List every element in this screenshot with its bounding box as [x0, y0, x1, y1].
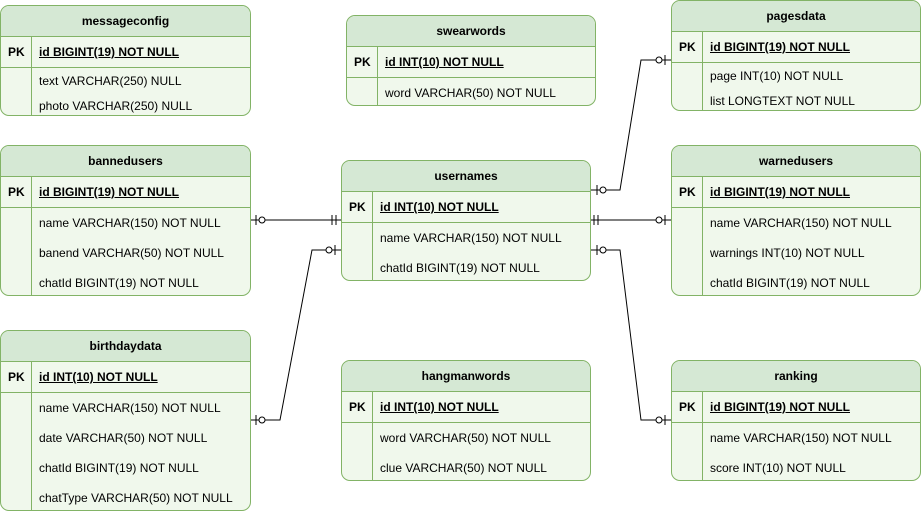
pk-label: PK [679, 400, 696, 414]
field-row: name VARCHAR(150) NOT NULL [39, 216, 221, 230]
entity-hangmanwords[interactable]: hangmanwords PK id INT(10) NOT NULL word… [341, 360, 591, 481]
field-row: word VARCHAR(50) NOT NULL [380, 431, 551, 445]
pk-row: PK id BIGINT(19) NOT NULL [672, 177, 920, 208]
relationship-usernames-birthdaydata [250, 249, 341, 421]
pk-label: PK [679, 185, 696, 199]
field-list: word VARCHAR(50) NOT NULL clue VARCHAR(5… [342, 423, 590, 480]
entity-warnedusers[interactable]: warnedusers PK id BIGINT(19) NOT NULL na… [671, 145, 921, 296]
entity-title: bannedusers [1, 146, 250, 177]
entity-title: birthdaydata [1, 331, 250, 362]
field-list: text VARCHAR(250) NULL photo VARCHAR(250… [1, 68, 250, 115]
entity-title: hangmanwords [342, 361, 590, 392]
entity-birthdaydata[interactable]: birthdaydata PK id INT(10) NOT NULL name… [0, 330, 251, 511]
entity-title: messageconfig [1, 6, 250, 37]
field-row: name VARCHAR(150) NOT NULL [39, 401, 221, 415]
pk-field: id INT(10) NOT NULL [31, 362, 250, 392]
pk-row: PK id BIGINT(19) NOT NULL [672, 32, 920, 63]
field-row: text VARCHAR(250) NULL [39, 73, 182, 88]
entity-pagesdata[interactable]: pagesdata PK id BIGINT(19) NOT NULL page… [671, 0, 921, 111]
pk-field: id INT(10) NOT NULL [377, 47, 595, 77]
field-row: list LONGTEXT NOT NULL [710, 93, 855, 108]
field-row: chatType VARCHAR(50) NOT NULL [39, 491, 233, 505]
field-list: name VARCHAR(150) NOT NULL chatId BIGINT… [342, 223, 590, 280]
pk-field: id BIGINT(19) NOT NULL [31, 177, 250, 207]
pk-label: PK [8, 370, 25, 384]
field-row: chatId BIGINT(19) NOT NULL [380, 261, 540, 275]
entity-usernames[interactable]: usernames PK id INT(10) NOT NULL name VA… [341, 160, 591, 281]
column-divider [31, 393, 32, 510]
field-row: clue VARCHAR(50) NOT NULL [380, 461, 547, 475]
entity-title: swearwords [347, 16, 595, 47]
field-row: name VARCHAR(150) NOT NULL [380, 231, 562, 245]
field-row: name VARCHAR(150) NOT NULL [710, 431, 892, 445]
field-list: word VARCHAR(50) NOT NULL [347, 78, 595, 105]
pk-label: PK [8, 45, 25, 59]
field-row: photo VARCHAR(250) NULL [39, 98, 193, 113]
field-row: chatId BIGINT(19) NOT NULL [710, 276, 870, 290]
column-divider [31, 68, 32, 115]
pk-label: PK [8, 185, 25, 199]
entity-bannedusers[interactable]: bannedusers PK id BIGINT(19) NOT NULL na… [0, 145, 251, 296]
column-divider [702, 208, 703, 295]
field-list: name VARCHAR(150) NOT NULL date VARCHAR(… [1, 393, 250, 510]
column-divider [372, 223, 373, 280]
pk-row: PK id INT(10) NOT NULL [1, 362, 250, 393]
field-row: word VARCHAR(50) NOT NULL [385, 86, 556, 100]
entity-title: usernames [342, 161, 590, 192]
entity-swearwords[interactable]: swearwords PK id INT(10) NOT NULL word V… [346, 15, 596, 106]
column-divider [377, 78, 378, 105]
relationship-usernames-pagesdata [591, 59, 671, 191]
pk-row: PK id BIGINT(19) NOT NULL [1, 37, 250, 68]
entity-title: warnedusers [672, 146, 920, 177]
field-row: warnings INT(10) NOT NULL [710, 246, 865, 260]
pk-field: id BIGINT(19) NOT NULL [702, 392, 920, 422]
column-divider [372, 423, 373, 480]
field-row: date VARCHAR(50) NOT NULL [39, 431, 208, 445]
pk-row: PK id INT(10) NOT NULL [342, 192, 590, 223]
field-list: name VARCHAR(150) NOT NULL warnings INT(… [672, 208, 920, 295]
column-divider [702, 423, 703, 480]
field-list: page INT(10) NOT NULL list LONGTEXT NOT … [672, 63, 920, 110]
pk-row: PK id BIGINT(19) NOT NULL [672, 392, 920, 423]
pk-field: id INT(10) NOT NULL [372, 192, 590, 222]
column-divider [31, 208, 32, 295]
entity-messageconfig[interactable]: messageconfig PK id BIGINT(19) NOT NULL … [0, 5, 251, 116]
pk-field: id BIGINT(19) NOT NULL [702, 177, 920, 207]
pk-label: PK [349, 400, 366, 414]
pk-field: id BIGINT(19) NOT NULL [31, 37, 250, 67]
pk-field: id INT(10) NOT NULL [372, 392, 590, 422]
pk-label: PK [354, 55, 371, 69]
field-row: page INT(10) NOT NULL [710, 68, 844, 83]
relationship-usernames-ranking [591, 249, 671, 421]
field-row: banend VARCHAR(50) NOT NULL [39, 246, 224, 260]
column-divider [702, 63, 703, 110]
field-row: score INT(10) NOT NULL [710, 461, 846, 475]
field-row: chatId BIGINT(19) NOT NULL [39, 276, 199, 290]
pk-field: id BIGINT(19) NOT NULL [702, 32, 920, 62]
pk-row: PK id BIGINT(19) NOT NULL [1, 177, 250, 208]
field-list: name VARCHAR(150) NOT NULL banend VARCHA… [1, 208, 250, 295]
pk-label: PK [679, 40, 696, 54]
entity-ranking[interactable]: ranking PK id BIGINT(19) NOT NULL name V… [671, 360, 921, 481]
pk-row: PK id INT(10) NOT NULL [347, 47, 595, 78]
pk-label: PK [349, 200, 366, 214]
field-row: chatId BIGINT(19) NOT NULL [39, 461, 199, 475]
field-row: name VARCHAR(150) NOT NULL [710, 216, 892, 230]
entity-title: ranking [672, 361, 920, 392]
field-list: name VARCHAR(150) NOT NULL score INT(10)… [672, 423, 920, 480]
pk-row: PK id INT(10) NOT NULL [342, 392, 590, 423]
entity-title: pagesdata [672, 1, 920, 32]
